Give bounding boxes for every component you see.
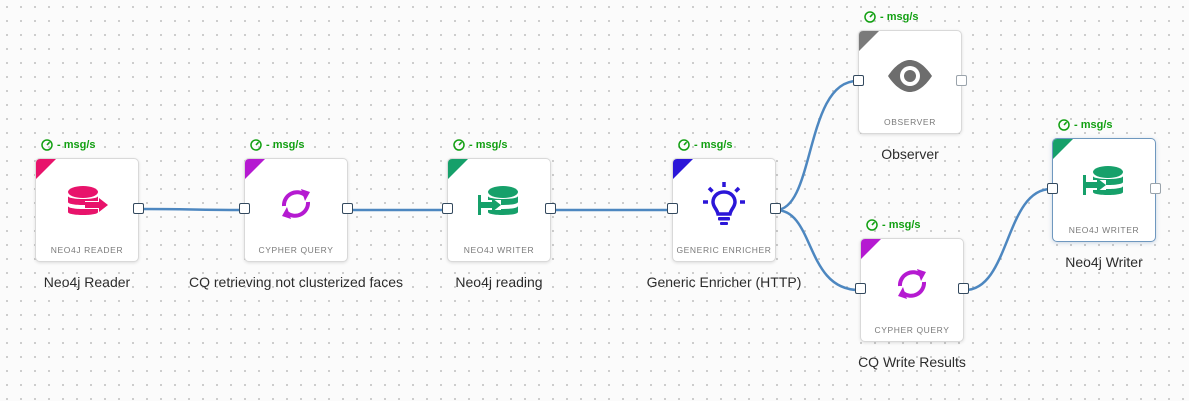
gauge-icon bbox=[250, 139, 262, 151]
output-port[interactable] bbox=[956, 75, 967, 86]
gauge-icon bbox=[678, 139, 690, 151]
database-import-icon bbox=[1083, 166, 1123, 195]
input-port[interactable] bbox=[442, 203, 453, 214]
rate-indicator: - msg/s bbox=[41, 139, 96, 151]
output-port[interactable] bbox=[1150, 183, 1161, 194]
rate-text: - msg/s bbox=[57, 139, 96, 151]
lightbulb-icon bbox=[703, 182, 745, 225]
node-card[interactable]: OBSERVER bbox=[858, 30, 962, 134]
node-card[interactable]: NEO4J READER bbox=[35, 158, 139, 262]
node-cq-write-results[interactable]: - msg/s CYPHER QUERY CQ Write Results bbox=[855, 219, 969, 370]
category-corner bbox=[861, 239, 881, 259]
database-import-icon bbox=[478, 186, 518, 215]
node-cypher-query-retrieving[interactable]: - msg/s CYPHER QUERY CQ retrieving not c… bbox=[189, 139, 403, 290]
node-observer[interactable]: - msg/s OBSERVER Observer bbox=[853, 11, 967, 162]
rate-text: - msg/s bbox=[1074, 119, 1113, 131]
category-corner bbox=[1053, 139, 1073, 159]
node-type-label: NEO4J WRITER bbox=[1068, 225, 1140, 235]
output-port[interactable] bbox=[770, 203, 781, 214]
output-port[interactable] bbox=[545, 203, 556, 214]
edge-reader-to-cq[interactable] bbox=[140, 207, 244, 212]
rate-indicator: - msg/s bbox=[453, 139, 508, 151]
rate-text: - msg/s bbox=[694, 139, 733, 151]
node-card[interactable]: CYPHER QUERY bbox=[860, 238, 964, 342]
edge-cq-write-to-neo4j-writer[interactable] bbox=[964, 187, 1052, 292]
node-label: Neo4j Reader bbox=[43, 274, 131, 290]
eye-icon bbox=[888, 60, 932, 92]
gauge-icon bbox=[866, 219, 878, 231]
node-label: CQ Write Results bbox=[858, 354, 966, 370]
node-neo4j-reading[interactable]: - msg/s NEO4J WRITER Neo4j reading bbox=[442, 139, 556, 290]
output-port[interactable] bbox=[958, 283, 969, 294]
node-type-label: NEO4J READER bbox=[50, 245, 124, 255]
node-type-label: CYPHER QUERY bbox=[258, 245, 334, 255]
node-label: Observer bbox=[881, 146, 939, 162]
rate-text: - msg/s bbox=[880, 11, 919, 23]
rate-indicator: - msg/s bbox=[864, 11, 919, 23]
output-port[interactable] bbox=[342, 203, 353, 214]
node-type-label: OBSERVER bbox=[884, 117, 936, 127]
rate-indicator: - msg/s bbox=[250, 139, 305, 151]
input-port[interactable] bbox=[853, 75, 864, 86]
node-neo4j-writer[interactable]: - msg/s NEO4J WRITER Neo4j Writer bbox=[1047, 119, 1161, 270]
rate-indicator: - msg/s bbox=[1058, 119, 1113, 131]
node-type-label: NEO4J WRITER bbox=[463, 245, 535, 255]
node-card[interactable]: NEO4J WRITER bbox=[447, 158, 551, 262]
gauge-icon bbox=[864, 11, 876, 23]
database-export-icon bbox=[68, 186, 108, 215]
edge-enricher-to-observer[interactable] bbox=[775, 79, 858, 212]
gauge-icon bbox=[453, 139, 465, 151]
refresh-icon bbox=[282, 189, 310, 219]
rate-indicator: - msg/s bbox=[678, 139, 733, 151]
category-corner bbox=[245, 159, 265, 179]
rate-text: - msg/s bbox=[882, 219, 921, 231]
node-label: CQ retrieving not clusterized faces bbox=[189, 274, 403, 290]
node-card[interactable]: CYPHER QUERY bbox=[244, 158, 348, 262]
rate-text: - msg/s bbox=[469, 139, 508, 151]
node-card[interactable]: NEO4J WRITER bbox=[1052, 138, 1156, 242]
input-port[interactable] bbox=[667, 203, 678, 214]
edge-enricher-to-cq-write[interactable] bbox=[775, 208, 860, 292]
gauge-icon bbox=[1058, 119, 1070, 131]
output-port[interactable] bbox=[133, 203, 144, 214]
input-port[interactable] bbox=[855, 283, 866, 294]
refresh-icon bbox=[898, 269, 926, 299]
node-generic-enricher[interactable]: - msg/s GENERIC ENRICHER Generic Enriche… bbox=[647, 139, 802, 290]
category-corner bbox=[673, 159, 693, 179]
node-label: Neo4j reading bbox=[455, 274, 543, 290]
node-label: Generic Enricher (HTTP) bbox=[646, 274, 802, 290]
rate-indicator: - msg/s bbox=[866, 219, 921, 231]
gauge-icon bbox=[41, 139, 53, 151]
rate-text: - msg/s bbox=[266, 139, 305, 151]
category-corner bbox=[448, 159, 468, 179]
node-neo4j-reader[interactable]: - msg/s NEO4J READER Neo4j Reader bbox=[35, 139, 144, 290]
input-port[interactable] bbox=[239, 203, 250, 214]
input-port[interactable] bbox=[1047, 183, 1058, 194]
category-corner bbox=[36, 159, 56, 179]
category-corner bbox=[859, 31, 879, 51]
node-label: Neo4j Writer bbox=[1065, 254, 1143, 270]
node-type-label: GENERIC ENRICHER bbox=[676, 245, 772, 255]
node-type-label: CYPHER QUERY bbox=[874, 325, 950, 335]
node-card[interactable]: GENERIC ENRICHER bbox=[672, 158, 776, 262]
